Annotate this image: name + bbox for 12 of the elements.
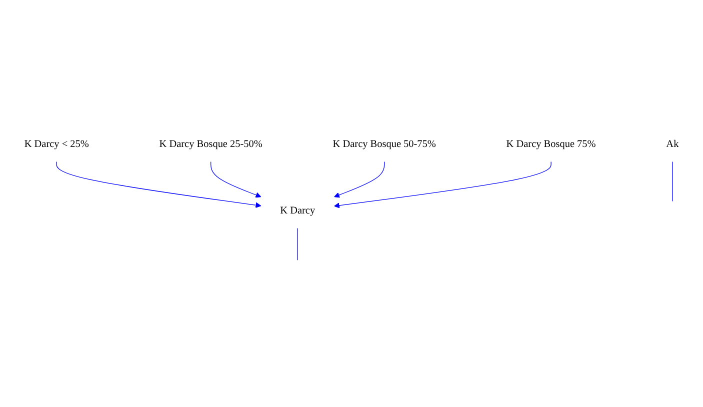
node-text: K Darcy Bosque 75%: [506, 138, 596, 150]
connector: [297, 228, 298, 261]
node-text: K Darcy Bosque 25-50%: [159, 138, 262, 150]
node-text: K Darcy < 25%: [24, 138, 89, 150]
arrow: [56, 162, 262, 208]
arrow: [334, 162, 552, 208]
node-text: Ak: [666, 138, 679, 150]
arrow: [334, 162, 385, 198]
node-text: K Darcy Bosque 50-75%: [332, 138, 436, 150]
node-text: K Darcy: [280, 205, 316, 216]
arrow: [210, 162, 262, 198]
connector: [672, 162, 673, 202]
